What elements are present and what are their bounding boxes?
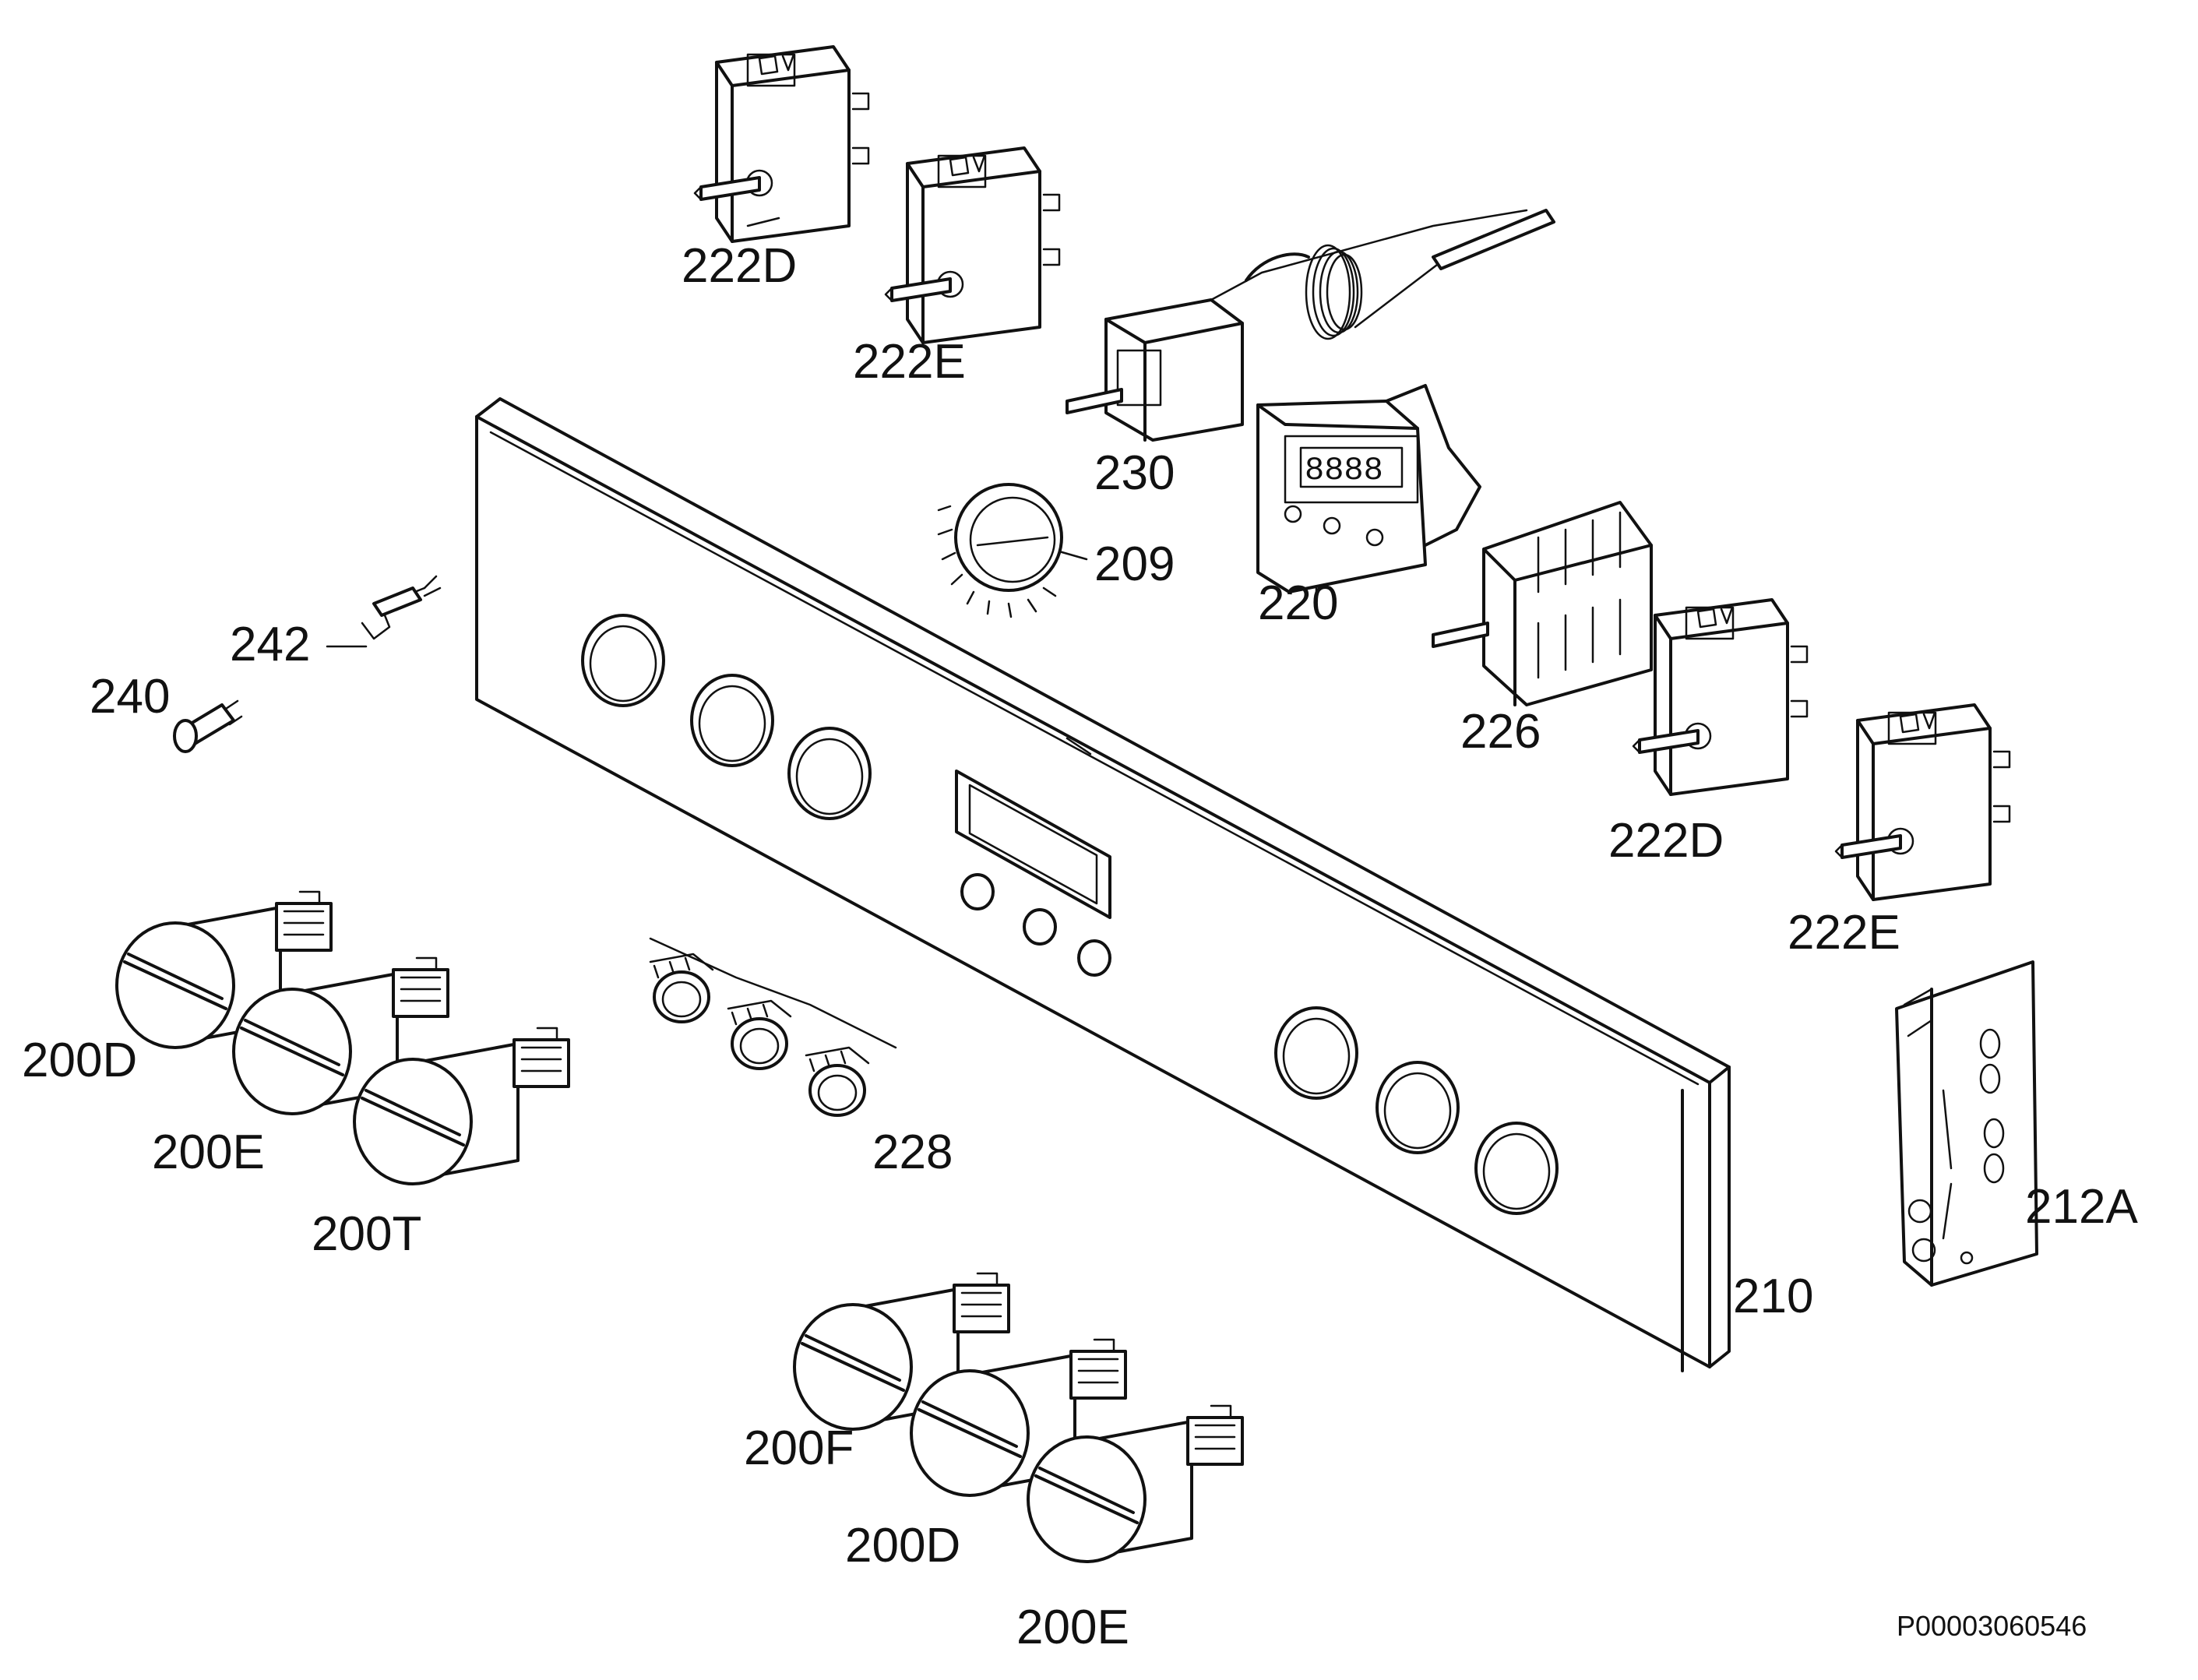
panel-button-hole [960, 873, 995, 910]
svg-text:8888: 8888 [1305, 452, 1383, 489]
indicator-lamp-240 [173, 699, 243, 753]
panel-hole [1376, 1061, 1460, 1154]
label-209: 209 [1094, 537, 1175, 591]
rotary-switch-222d-top [693, 45, 870, 243]
label-200f: 200F [744, 1421, 854, 1475]
label-228: 228 [872, 1125, 953, 1179]
panel-button-hole [1023, 908, 1057, 946]
label-242: 242 [230, 618, 310, 671]
rotary-switch-222e-right [1834, 703, 2011, 901]
bracket-212a [1895, 960, 2038, 1287]
drawing-code: P00003060546 [1897, 1610, 2087, 1642]
label-200d-left: 200D [22, 1034, 137, 1087]
clock-ring-209 [937, 483, 1063, 618]
label-222d-top: 222D [682, 239, 797, 293]
panel-hole [1274, 1006, 1358, 1100]
label-212a: 212A [2025, 1180, 2138, 1234]
label-210: 210 [1733, 1270, 1813, 1323]
label-200e-left: 200E [152, 1125, 265, 1179]
rotary-switch-222d-right [1632, 598, 1809, 796]
label-200e-bottom: 200E [1016, 1601, 1129, 1654]
push-buttons-228 [649, 937, 897, 1117]
function-selector-226 [1432, 501, 1653, 706]
label-226: 226 [1460, 705, 1541, 759]
panel-hole [787, 727, 872, 820]
panel-hole [581, 614, 665, 707]
label-240: 240 [90, 670, 170, 724]
leader-209 [1058, 550, 1088, 561]
label-200d-bottom: 200D [845, 1519, 960, 1573]
rotary-switch-222e-top [884, 146, 1061, 344]
label-200t: 200T [312, 1207, 421, 1261]
label-220: 220 [1258, 576, 1338, 630]
label-222d-right: 222D [1608, 814, 1724, 868]
control-panel-210 [475, 397, 1731, 1372]
panel-hole [1474, 1122, 1559, 1215]
panel-hole [690, 674, 774, 767]
label-222e-right: 222E [1788, 906, 1900, 960]
electronic-timer-220: 8888 [1256, 384, 1481, 593]
display-window [955, 770, 1111, 919]
panel-button-hole [1077, 939, 1111, 977]
lamp-holder-242 [361, 575, 442, 640]
label-222e-top: 222E [853, 335, 966, 389]
leader-222d-top [746, 217, 780, 227]
thermostat-230 [1066, 209, 1555, 442]
label-230: 230 [1094, 446, 1175, 500]
